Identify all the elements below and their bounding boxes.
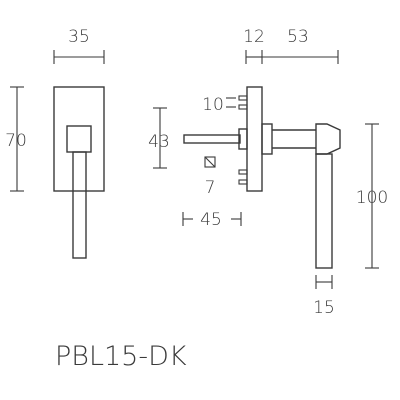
- rose-ring: [261, 123, 273, 155]
- side-rose-plate: [246, 86, 263, 192]
- screw-bottom-2: [238, 179, 248, 185]
- lever-elbow: [315, 123, 341, 155]
- spindle: [183, 134, 241, 144]
- lever-length-dimension: 100: [356, 123, 388, 269]
- spindle-length-dimension: 45: [182, 210, 242, 230]
- screw-top: [238, 95, 248, 101]
- spindle-size-indicator: 7: [204, 156, 216, 198]
- front-height-label: 70: [5, 131, 27, 151]
- front-rose-plate: [53, 86, 105, 192]
- screw-dimension: 10: [202, 95, 236, 115]
- front-width-dimension: 35: [53, 27, 105, 64]
- projection-dimension: 12 53: [243, 27, 339, 64]
- front-square-boss: [66, 125, 92, 153]
- spindle-collar: [238, 128, 248, 150]
- rose-thickness-label: 12: [243, 27, 265, 47]
- lever-vertical: [315, 153, 333, 269]
- spindle-height-dimension: 43: [148, 107, 170, 169]
- front-height-dimension: 70: [5, 86, 27, 192]
- spindle-height-label: 43: [148, 132, 170, 152]
- lever-width-label: 15: [313, 298, 335, 318]
- lever-width-dimension: 15: [313, 275, 335, 318]
- spindle-square-icon: [204, 156, 216, 168]
- spindle-length-label: 45: [200, 210, 222, 230]
- front-lever-bar: [72, 151, 87, 259]
- projection-label: 53: [287, 27, 309, 47]
- front-view: 35 70: [5, 27, 105, 259]
- lever-length-label: 100: [356, 188, 388, 208]
- screw-bottom: [238, 169, 248, 175]
- screw-label: 10: [202, 95, 224, 115]
- side-view: 10 43 7 45: [148, 27, 388, 318]
- front-width-label: 35: [68, 27, 90, 47]
- spindle-size-label: 7: [205, 178, 216, 198]
- product-code: PBL15-DK: [55, 341, 187, 372]
- screw-top-2: [238, 104, 248, 110]
